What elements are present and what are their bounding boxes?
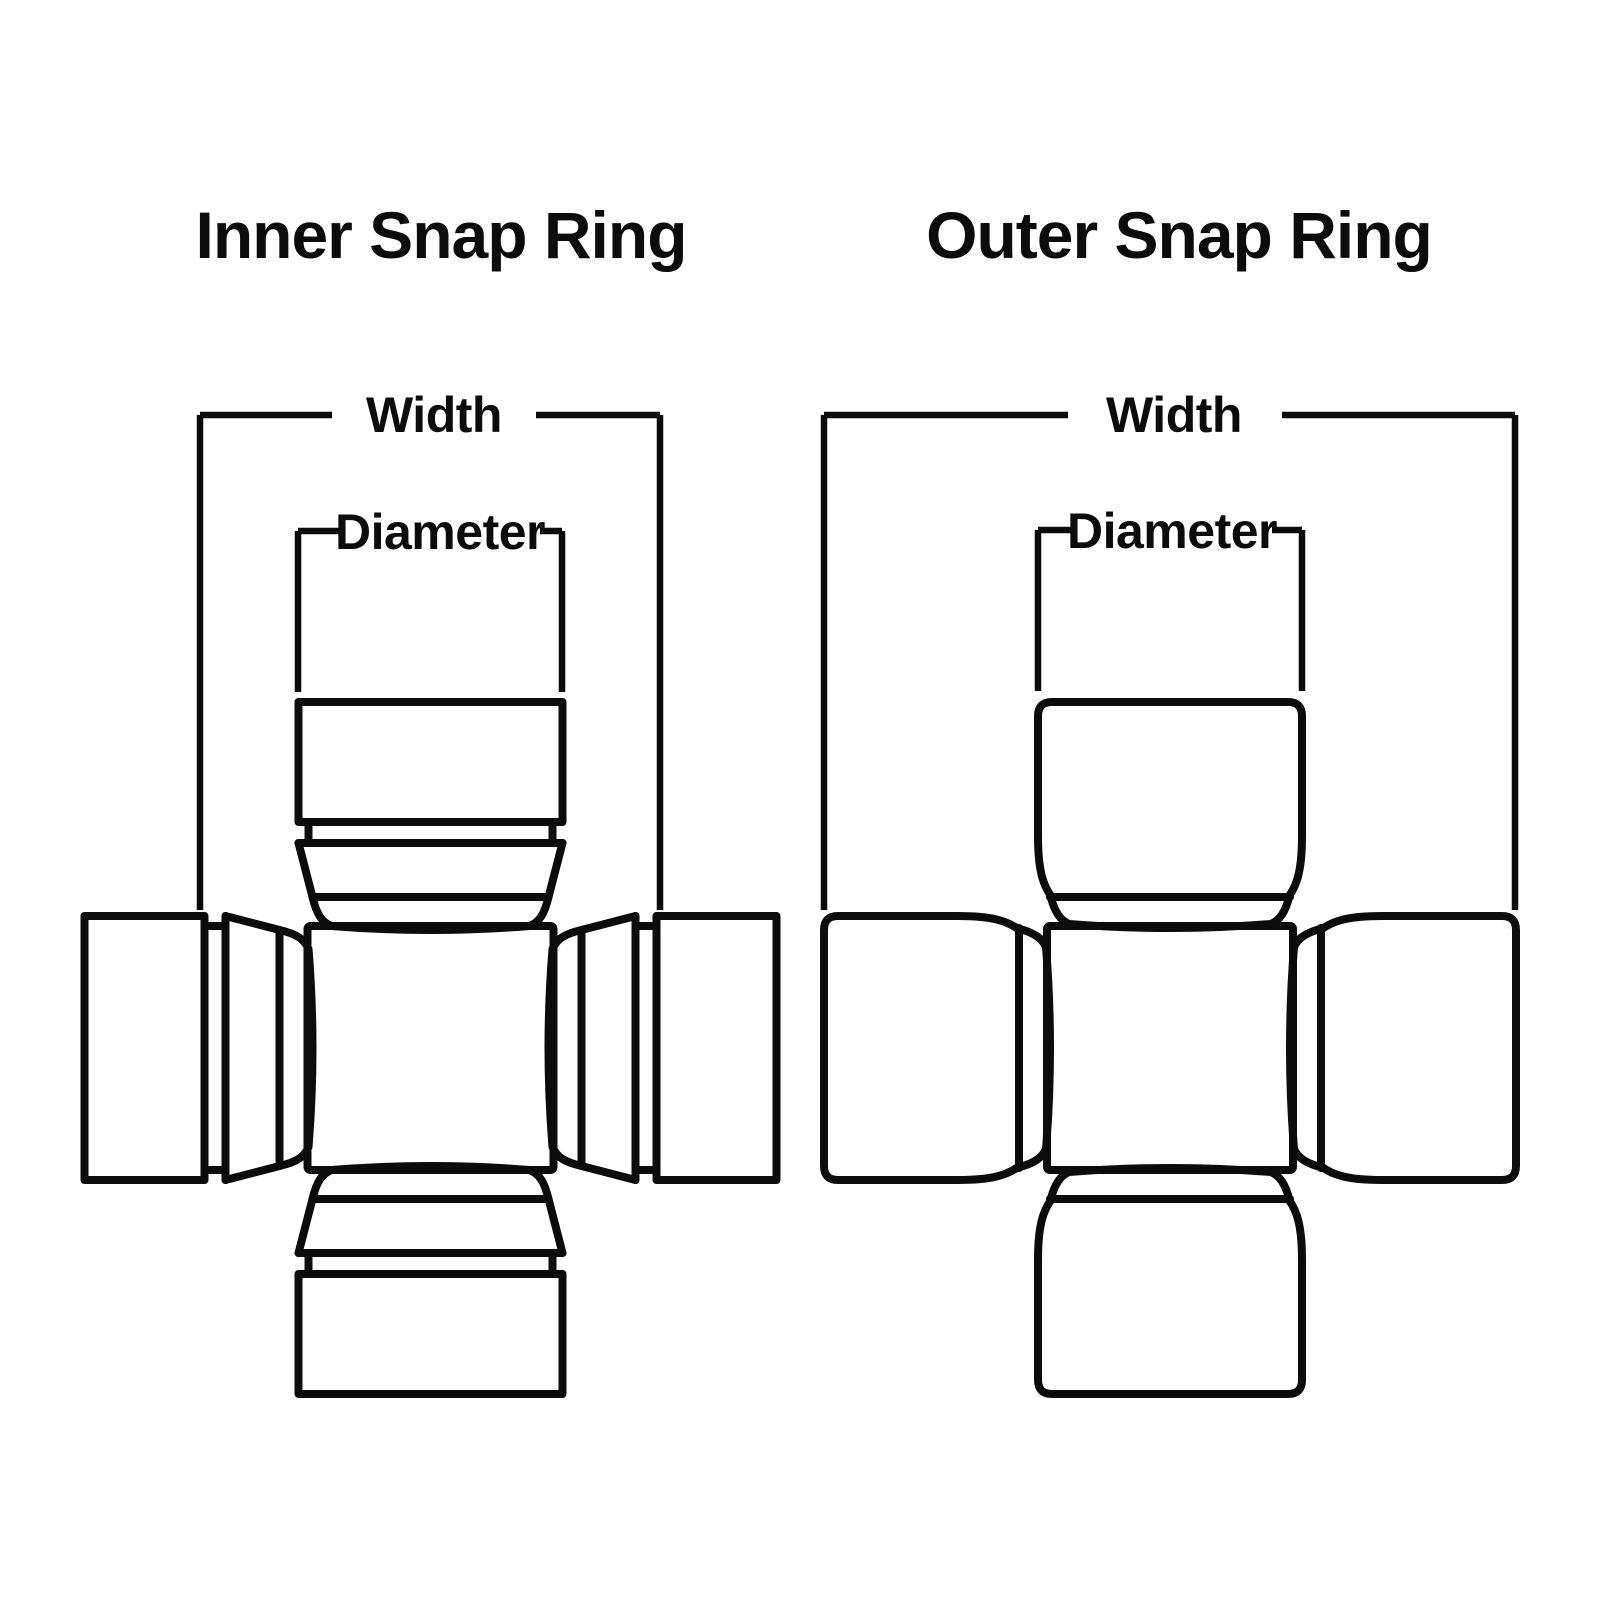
outer-width-bracket	[820, 411, 1519, 910]
inner-width-label: Width	[366, 387, 502, 443]
outer-snap-ring-diagram: Outer Snap Ring Width Diameter	[824, 198, 1516, 1394]
inner-width-dimension: Width	[196, 387, 664, 910]
inner-joint-body	[85, 702, 777, 1394]
arm-top	[1038, 702, 1302, 928]
center-block	[303, 922, 558, 1174]
arm-right	[1290, 916, 1516, 1180]
inner-snap-ring-diagram: Inner Snap Ring Width Diameter	[85, 198, 777, 1394]
arm-top	[299, 702, 563, 930]
inner-width-bracket	[196, 411, 664, 910]
outer-diameter-dimension: Diameter	[1034, 503, 1306, 691]
outer-joint-body	[824, 702, 1516, 1394]
inner-diagram-title: Inner Snap Ring	[195, 198, 686, 272]
outer-diameter-label: Diameter	[1067, 503, 1277, 559]
arm-left	[85, 916, 313, 1180]
outer-diagram-title: Outer Snap Ring	[926, 198, 1432, 272]
outer-diameter-bracket	[1034, 526, 1306, 691]
arm-bottom	[299, 1166, 563, 1394]
arm-right	[549, 916, 777, 1180]
arm-left	[824, 916, 1050, 1180]
inner-diameter-dimension: Diameter	[294, 504, 566, 692]
center-block	[1043, 922, 1297, 1174]
outer-width-dimension: Width	[820, 387, 1519, 910]
outer-width-label: Width	[1106, 387, 1242, 443]
inner-diameter-bracket	[294, 527, 566, 692]
arm-bottom	[1038, 1168, 1302, 1394]
inner-diameter-label: Diameter	[335, 504, 545, 560]
